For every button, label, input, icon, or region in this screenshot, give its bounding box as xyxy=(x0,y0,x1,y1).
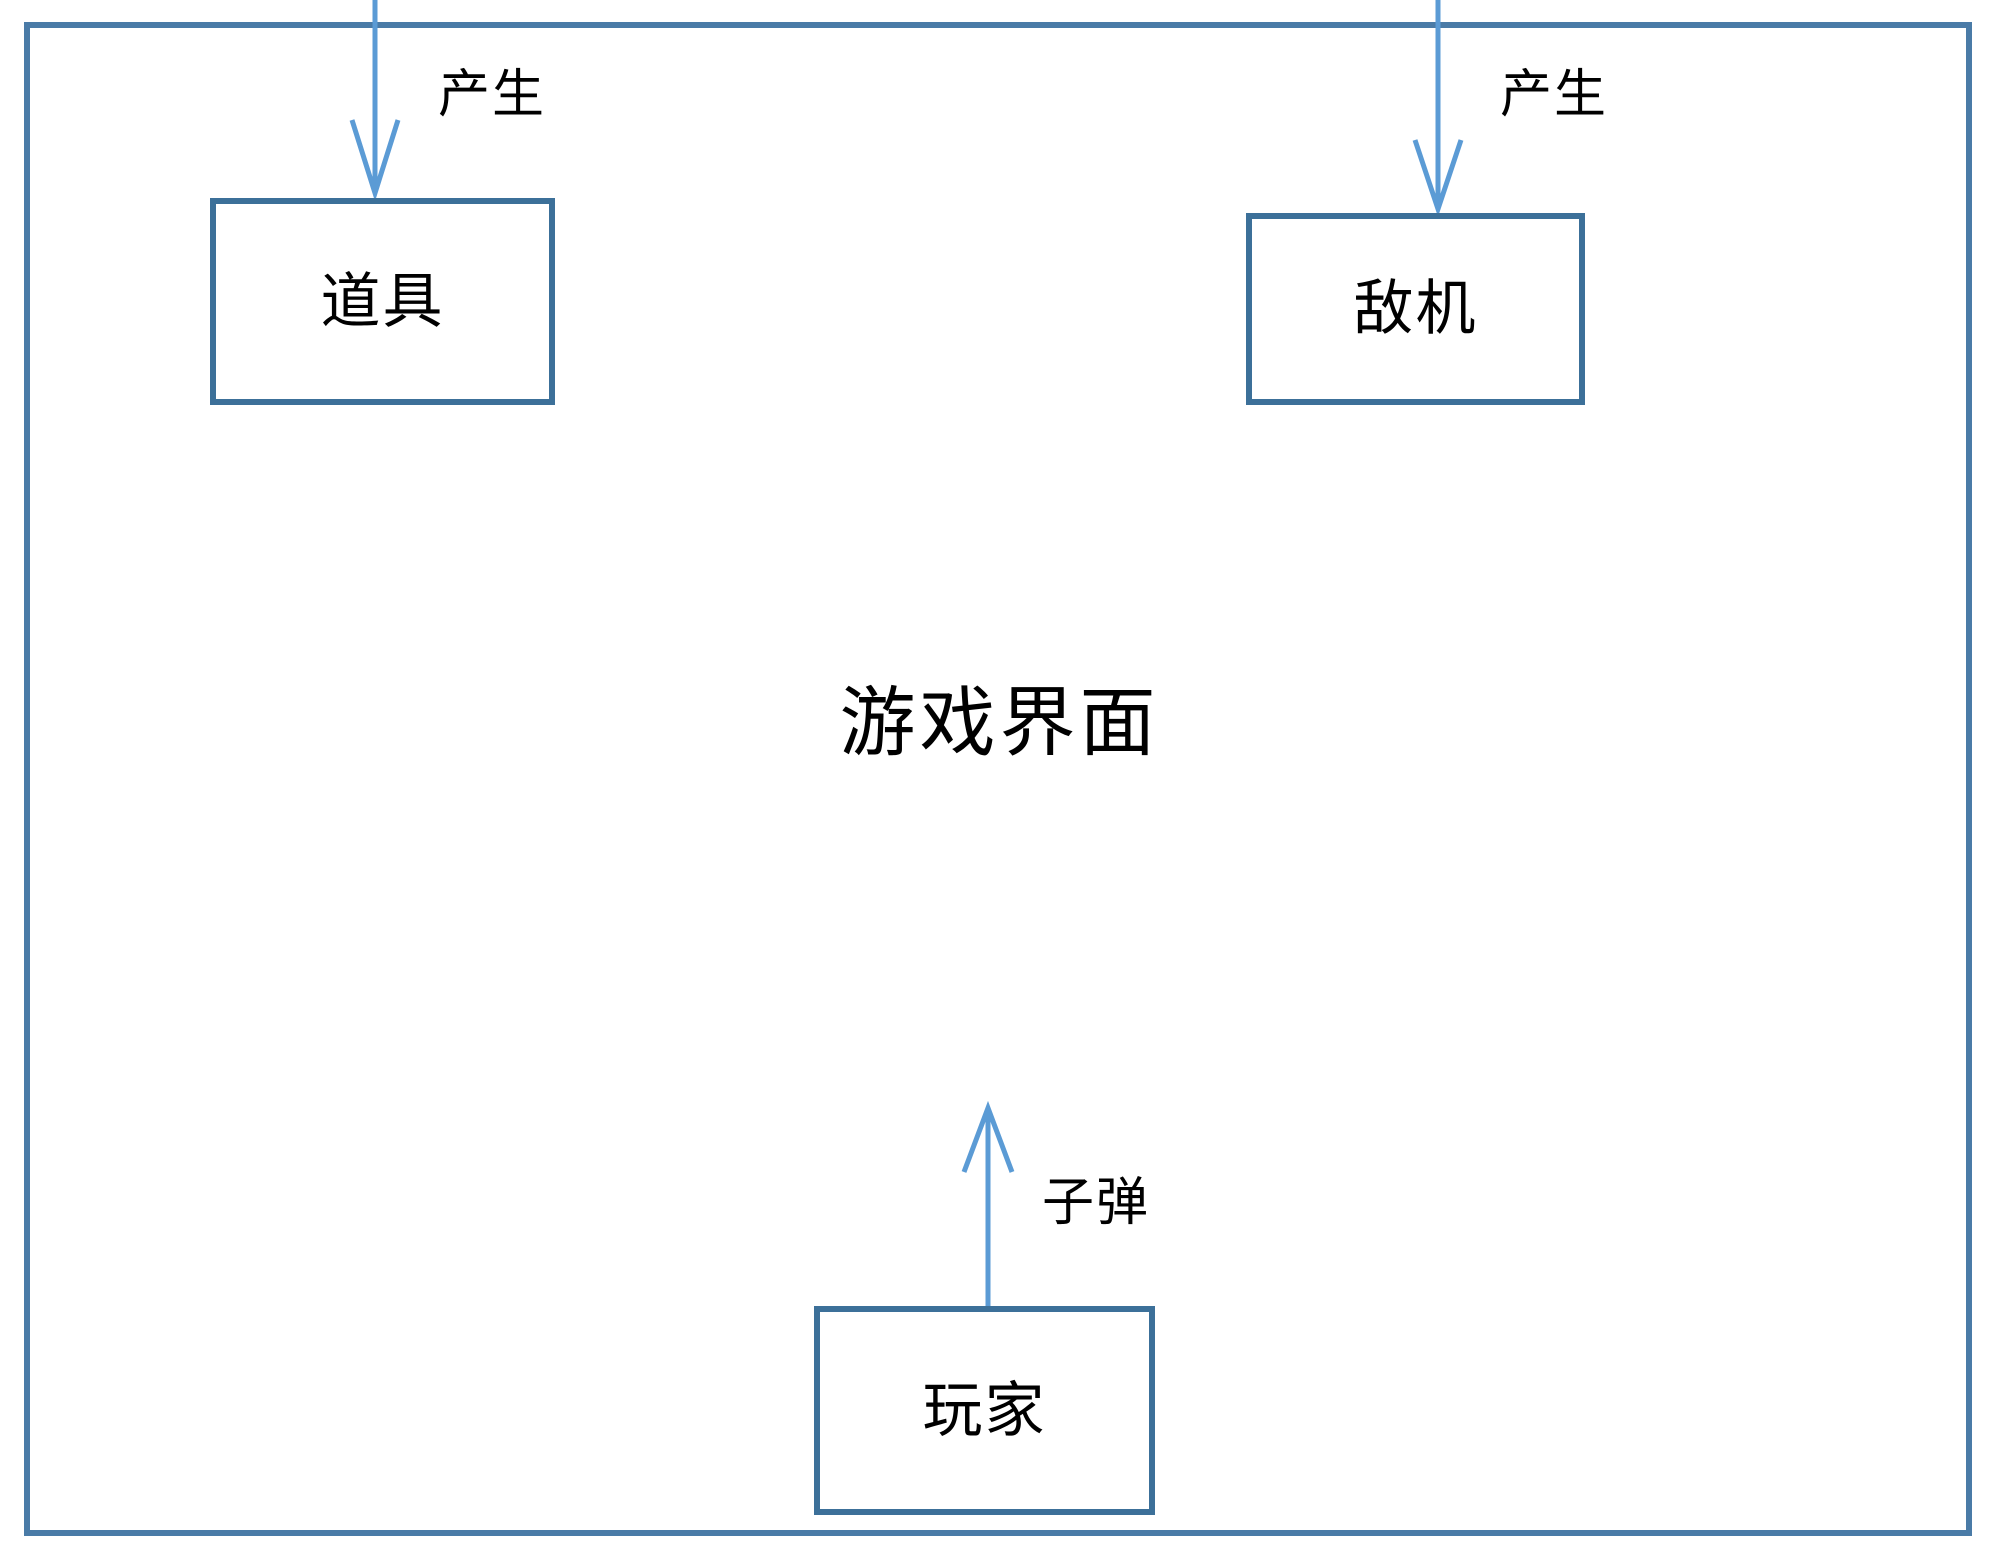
node-box-player[interactable]: 玩家 xyxy=(814,1306,1155,1515)
node-label-item: 道具 xyxy=(320,268,445,335)
edge-label-spawn-item: 产生 xyxy=(438,67,547,124)
game-interface-title: 游戏界面 xyxy=(839,682,1160,766)
edge-label-spawn-enemy: 产生 xyxy=(1500,67,1609,124)
node-box-enemy[interactable]: 敌机 xyxy=(1246,213,1585,405)
node-label-player: 玩家 xyxy=(922,1377,1047,1444)
edge-label-bullet: 子弹 xyxy=(1042,1175,1151,1232)
game-interface-frame xyxy=(24,22,1972,1536)
node-box-item[interactable]: 道具 xyxy=(210,198,555,405)
node-label-enemy: 敌机 xyxy=(1353,276,1478,342)
